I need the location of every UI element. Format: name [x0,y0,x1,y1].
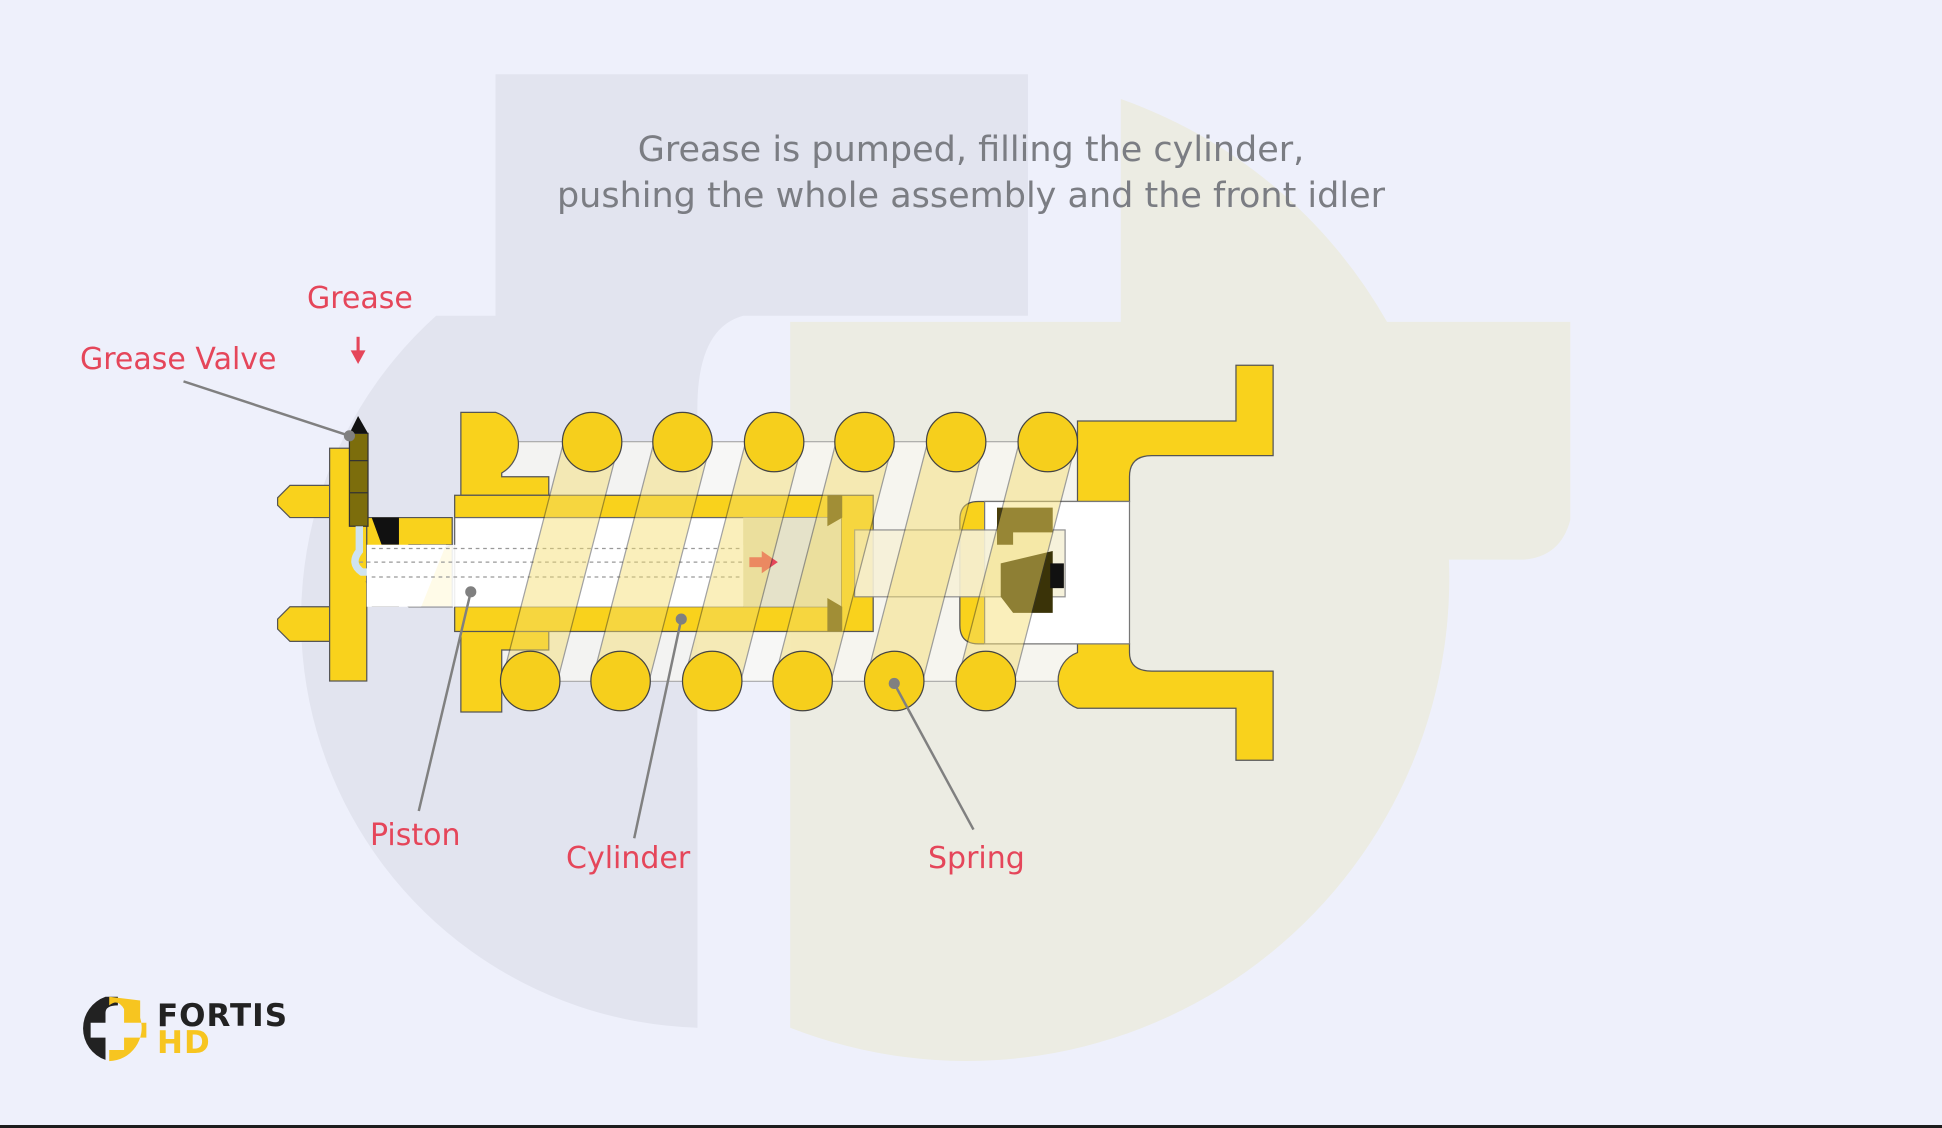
grease-valve [348,416,369,527]
bottom-border [0,1125,1942,1128]
label-piston: Piston [370,818,461,853]
rod-end-seal [997,507,1064,613]
label-spring: Spring [928,841,1025,876]
caption-line-2: pushing the whole assembly and the front… [556,176,1386,216]
body-flange [460,411,550,713]
spring [499,411,1079,712]
grease-arrow-icon [350,336,366,365]
logo-text-hd: HD [157,1025,211,1061]
piston [359,544,744,607]
label-cylinder: Cylinder [566,841,691,876]
grease-channel [351,526,422,576]
logo-text-fortis: FORTIS [157,998,289,1034]
label-grease: Grease [307,281,413,316]
flow-arrow-icon [749,550,778,574]
fortis-logo-mark [83,996,147,1062]
leader-lines [183,380,975,839]
label-grease-valve: Grease Valve [80,342,277,377]
caption-line-1: Grease is pumped, filling the cylinder, [637,130,1305,170]
